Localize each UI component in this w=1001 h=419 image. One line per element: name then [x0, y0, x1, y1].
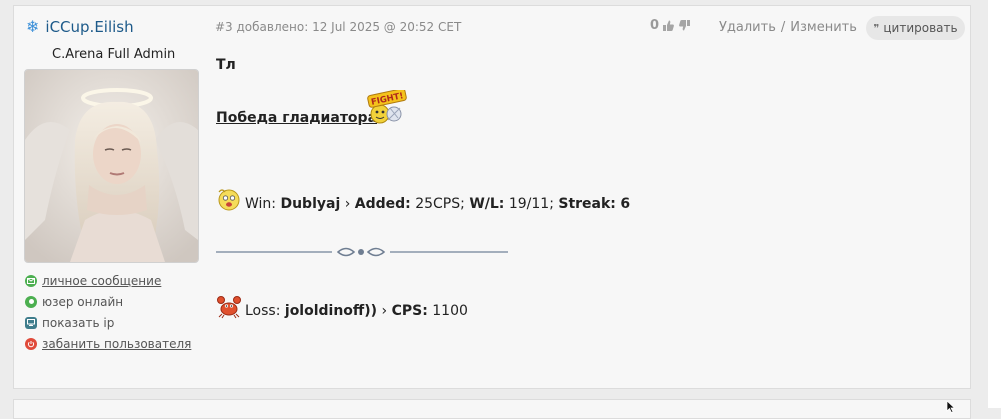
window-edge	[988, 0, 1001, 408]
rating-value: 0	[650, 18, 660, 33]
avatar	[24, 69, 199, 263]
actions-separator: /	[780, 20, 786, 35]
streak-label: Streak:	[558, 196, 616, 212]
streak-value: 6	[620, 196, 631, 212]
ban-user-label[interactable]: забанить пользователя	[42, 336, 192, 351]
post-rating: 0	[650, 18, 691, 33]
win-arrow: ›	[344, 196, 351, 212]
show-ip-label[interactable]: показать ip	[42, 315, 115, 330]
wl-value: 19/11;	[508, 196, 554, 212]
winner-name: Dublyaj	[280, 196, 341, 212]
cheering-emoticon	[216, 186, 242, 212]
post-meta: #3 добавлено: 12 Jul 2025 @ 20:52 CET	[215, 20, 462, 34]
gladiator-link[interactable]: Победа гладиатора	[216, 110, 378, 126]
cps-label: CPS:	[391, 303, 428, 319]
power-icon	[25, 337, 37, 350]
snowflake-icon: ❄	[26, 17, 40, 36]
quote-button[interactable]: ❞ цитировать	[866, 16, 965, 40]
added-label: Added:	[354, 196, 411, 212]
fight-text: FIGHT!	[370, 91, 404, 108]
added-value: 25CPS;	[415, 196, 465, 212]
online-status: юзер онлайн	[25, 291, 191, 312]
author-line: ❄ iCCup.Eilish	[26, 18, 134, 36]
online-status-label: юзер онлайн	[42, 294, 124, 309]
private-message-link[interactable]: личное сообщение	[25, 270, 191, 291]
post-title: Тл	[216, 57, 236, 73]
cps-value: 1100	[432, 303, 468, 319]
win-line: Win: Dublyaj › Added: 25CPS; W/L: 19/11;…	[216, 186, 630, 212]
quote-icon: ❞	[873, 21, 880, 35]
private-message-label[interactable]: личное сообщение	[42, 273, 162, 288]
show-ip-link[interactable]: показать ip	[25, 312, 191, 333]
loser-name: jololdinoff))	[284, 303, 378, 319]
author-name[interactable]: iCCup.Eilish	[45, 18, 134, 36]
ornamental-divider	[216, 242, 508, 262]
user-links: личное сообщение юзер онлайн показать ip…	[25, 270, 191, 354]
ban-user-link[interactable]: забанить пользователя	[25, 333, 191, 354]
thumbs-down-icon[interactable]	[678, 19, 691, 32]
monitor-icon	[25, 316, 37, 329]
next-post-container	[13, 399, 971, 419]
loss-arrow: ›	[381, 303, 388, 319]
loss-label: Loss:	[245, 303, 281, 319]
quote-label: цитировать	[883, 21, 958, 35]
fight-emoticon: FIGHT!	[366, 88, 408, 126]
thumbs-up-icon[interactable]	[662, 19, 675, 32]
mouse-cursor-icon	[946, 398, 958, 413]
envelope-icon	[25, 274, 37, 287]
wl-label: W/L:	[469, 196, 505, 212]
post-actions: Удалить / Изменить	[719, 20, 857, 35]
delete-link[interactable]: Удалить	[719, 20, 776, 35]
online-dot-icon	[25, 295, 37, 308]
crab-emoticon	[216, 293, 242, 319]
win-label: Win:	[245, 196, 277, 212]
forum-post: ❄ iCCup.Eilish C.Arena Full Admin	[13, 5, 971, 389]
edit-link[interactable]: Изменить	[790, 20, 857, 35]
author-rank: C.Arena Full Admin	[52, 47, 176, 62]
loss-line: Loss: jololdinoff)) › CPS: 1100	[216, 293, 468, 319]
